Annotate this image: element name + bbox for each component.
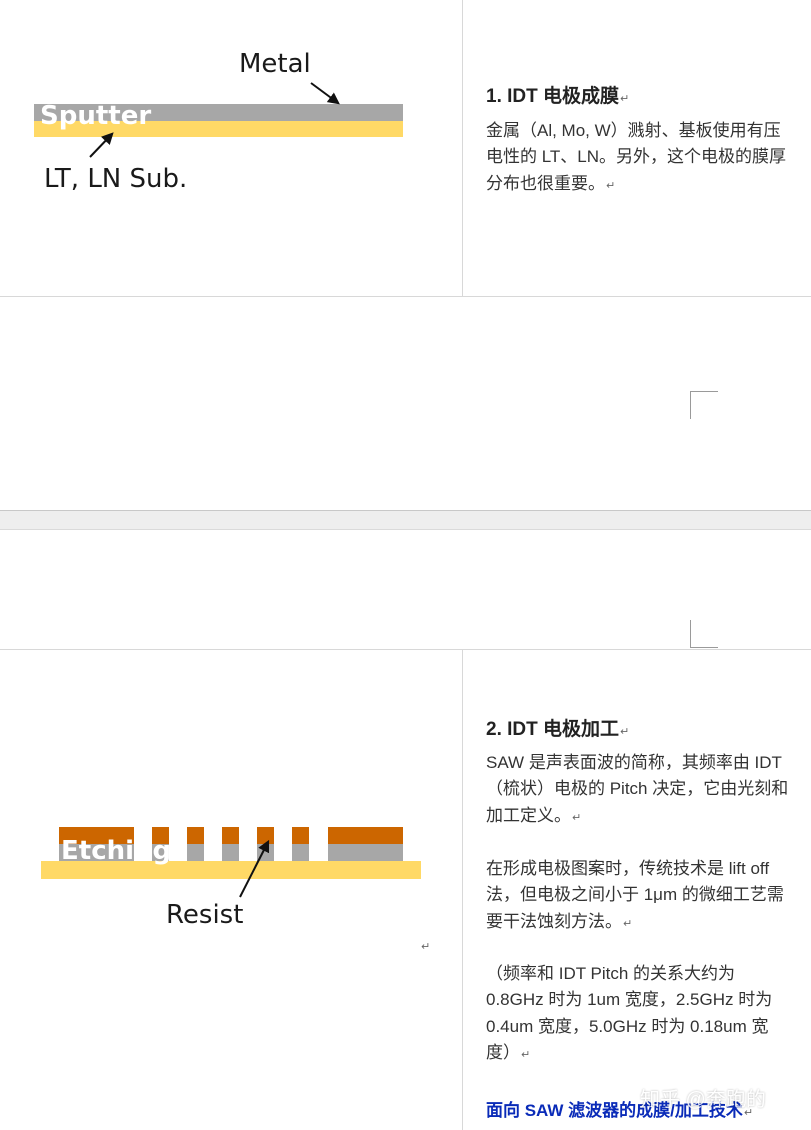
metal-finger	[152, 844, 169, 861]
metal-block	[328, 844, 403, 861]
step1-section: Sputter Metal LT, LN Sub. 1. IDT 电极成膜↵ 金…	[0, 0, 811, 296]
substrate-label: LT, LN Sub.	[44, 164, 188, 194]
metal-finger	[292, 844, 309, 861]
step2-paragraph-2: 在形成电极图案时，传统技术是 lift off 法，但电极之间小于 1μm 的微…	[486, 859, 784, 931]
resist-finger	[187, 827, 204, 844]
sputter-label: Sputter	[40, 101, 152, 131]
watermark: 知乎 @奔跑的	[640, 1089, 766, 1111]
metal-layer	[34, 104, 403, 121]
substrate-layer	[41, 861, 421, 879]
section-link[interactable]: 面向 SAW 滤波器的成膜/加工技术↵	[486, 1101, 754, 1120]
return-mark: ↵	[421, 941, 431, 953]
metal-block	[59, 844, 134, 861]
metal-arrow-icon	[310, 82, 340, 105]
resist-arrow-icon	[239, 839, 270, 898]
step2-paragraph-3: （频率和 IDT Pitch 的关系大约为 0.8GHz 时为 1um 宽度，2…	[486, 964, 773, 1062]
arrow-icons	[239, 839, 270, 898]
resist-finger	[292, 827, 309, 844]
column-divider	[462, 0, 463, 296]
resist-finger	[222, 827, 239, 844]
section-divider	[0, 649, 811, 650]
step1-diagram: Sputter Metal LT, LN Sub.	[0, 0, 460, 296]
metal-label: Metal	[239, 49, 311, 79]
metal-finger	[187, 844, 204, 861]
step2-section: Etching Resist ↵ 2. IDT 电极加工↵ SAW 是声表面波的…	[0, 650, 811, 1130]
page-break	[0, 510, 811, 530]
margin-corner-mark-icon	[690, 620, 718, 648]
margin-corner-mark-icon	[690, 391, 718, 419]
arrow-icons	[89, 82, 340, 158]
etching-label: Etching	[61, 836, 172, 866]
step1-paragraph: 金属（Al, Mo, W）溅射、基板使用有压电性的 LT、LN。另外，这个电极的…	[486, 121, 787, 193]
step2-paragraph-1: SAW 是声表面波的简称，其频率由 IDT（梳状）电极的 Pitch 决定，它由…	[486, 753, 789, 825]
resist-finger	[257, 827, 274, 844]
step1-heading: 1. IDT 电极成膜↵	[486, 86, 630, 107]
step2-heading: 2. IDT 电极加工↵	[486, 719, 630, 740]
section-divider	[0, 296, 811, 297]
substrate-layer	[34, 121, 403, 137]
metal-finger	[222, 844, 239, 861]
step2-diagram: Etching Resist ↵	[0, 650, 460, 1130]
resist-block	[328, 827, 403, 844]
resist-finger	[152, 827, 169, 844]
column-divider	[462, 650, 463, 1130]
resist-block	[59, 827, 134, 844]
substrate-arrow-icon	[89, 132, 114, 158]
resist-label: Resist	[166, 900, 244, 930]
